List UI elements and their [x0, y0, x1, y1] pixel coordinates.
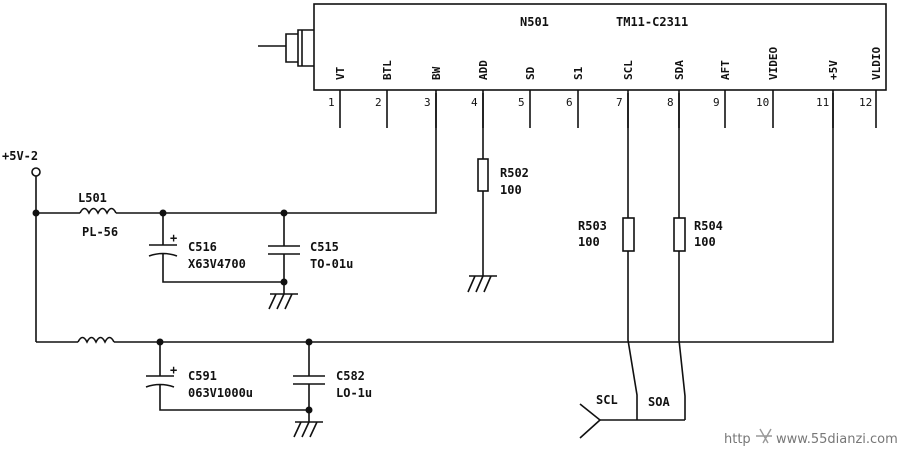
ic-pin-number: 10 [756, 96, 769, 109]
c582-value-label: LO-1u [336, 386, 372, 400]
ic-pin-name: BTL [381, 60, 394, 80]
ic-pin-1: VT 1 [328, 66, 347, 128]
ic-part-label: TM11-C2311 [616, 15, 688, 29]
scl-connector-label: SCL [596, 393, 618, 407]
l501-ref-label: L501 [78, 191, 107, 205]
ic-pin-name: SCL [622, 60, 635, 80]
supply-terminal-circle [31, 167, 41, 177]
capacitor-c582: C582 LO-1u [293, 342, 372, 422]
ic-pin-name: BW [430, 66, 443, 80]
bus-connector: SCL SOA [579, 393, 685, 439]
capacitor-c515: C515 TO-01u [268, 213, 353, 294]
ic-pin-name: VLDIO [870, 47, 883, 80]
ic-n501-body [313, 3, 887, 91]
ic-pin-number: 8 [667, 96, 674, 109]
ic-pin-name: +5V [827, 60, 840, 80]
watermark: http www.55dianzi.com [724, 428, 898, 447]
ic-mounting-tab [258, 29, 314, 67]
c516-plus-sign: + [170, 231, 177, 245]
watermark-right-text: www.55dianzi.com [776, 432, 898, 447]
r504-ref-label: R504 [694, 219, 723, 233]
ic-pin-12: VLDIO 12 [859, 47, 883, 128]
ic-pin-number: 12 [859, 96, 872, 109]
watermark-icon [756, 428, 772, 444]
ground-symbol [293, 421, 323, 438]
ic-pin-9: AFT 9 [713, 60, 732, 128]
ic-pin-name: SD [524, 66, 537, 80]
resistor-r504: R504 100 [673, 93, 723, 420]
supply-label: +5V-2 [2, 149, 38, 163]
ic-pin-8: SDA 8 [667, 60, 686, 128]
ic-pin-number: 2 [375, 96, 382, 109]
ic-pin-number: 9 [713, 96, 720, 109]
ic-pin-name: SDA [673, 60, 686, 80]
capacitor-c591: + C591 063V1000u [145, 342, 309, 411]
ic-pin-10: VIDEO 10 [756, 47, 780, 128]
ic-pin-3: BW 3 [424, 66, 443, 128]
junction-dot [280, 278, 288, 286]
ic-pin-2: BTL 2 [375, 60, 394, 128]
c516-value-label: X63V4700 [188, 257, 246, 271]
ic-pin-name: VIDEO [767, 47, 780, 80]
ic-pin-4: ADD 4 [471, 60, 490, 128]
r503-value-label: 100 [578, 235, 600, 249]
c582-ref-label: C582 [336, 369, 365, 383]
supply-terminal: +5V-2 [2, 149, 41, 342]
ic-pin-number: 6 [566, 96, 573, 109]
ic-pin-number: 7 [616, 96, 623, 109]
capacitor-c516: + C516 X63V4700 [148, 213, 284, 283]
inductor-l501: L501 PL-56 [36, 93, 437, 239]
ic-pin-name: ADD [477, 60, 490, 80]
ic-pin-number: 1 [328, 96, 335, 109]
c591-plus-sign: + [170, 363, 177, 377]
r503-ref-label: R503 [578, 219, 607, 233]
resistor-r502: R502 100 [477, 93, 529, 276]
r502-value-label: 100 [500, 183, 522, 197]
r502-ref-label: R502 [500, 166, 529, 180]
ic-pin-number: 5 [518, 96, 525, 109]
resistor-r503: R503 100 [578, 93, 638, 420]
watermark-left-text: http [724, 432, 751, 447]
ic-pin-name: AFT [719, 60, 732, 80]
sda-connector-label: SOA [648, 395, 670, 409]
r504-value-label: 100 [694, 235, 716, 249]
ic-pin-name: S1 [572, 66, 585, 80]
ic-pin-number: 4 [471, 96, 478, 109]
ground-symbol [467, 275, 497, 293]
ic-pin-6: S1 6 [566, 66, 585, 128]
bottom-rail [36, 93, 834, 344]
c516-ref-label: C516 [188, 240, 217, 254]
c591-value-label: 063V1000u [188, 386, 253, 400]
ic-pin-7: SCL 7 [616, 60, 635, 128]
c515-ref-label: C515 [310, 240, 339, 254]
ground-symbol [268, 293, 298, 310]
c515-value-label: TO-01u [310, 257, 353, 271]
junction-dot [305, 406, 313, 414]
c591-ref-label: C591 [188, 369, 217, 383]
ic-pin-5: SD 5 [518, 66, 537, 128]
l501-value-label: PL-56 [82, 225, 118, 239]
ic-ref-label: N501 [520, 15, 549, 29]
ic-pin-11: +5V 11 [816, 60, 840, 128]
ic-pin-number: 3 [424, 96, 431, 109]
ic-pin-number: 11 [816, 96, 829, 109]
ic-pin-group: VT 1 BTL 2 BW 3 ADD 4 SD 5 S1 6 SCL 7 SDA 8 AFT 9 VIDEO 10 +… [328, 47, 883, 128]
ic-pin-name: VT [334, 66, 347, 80]
